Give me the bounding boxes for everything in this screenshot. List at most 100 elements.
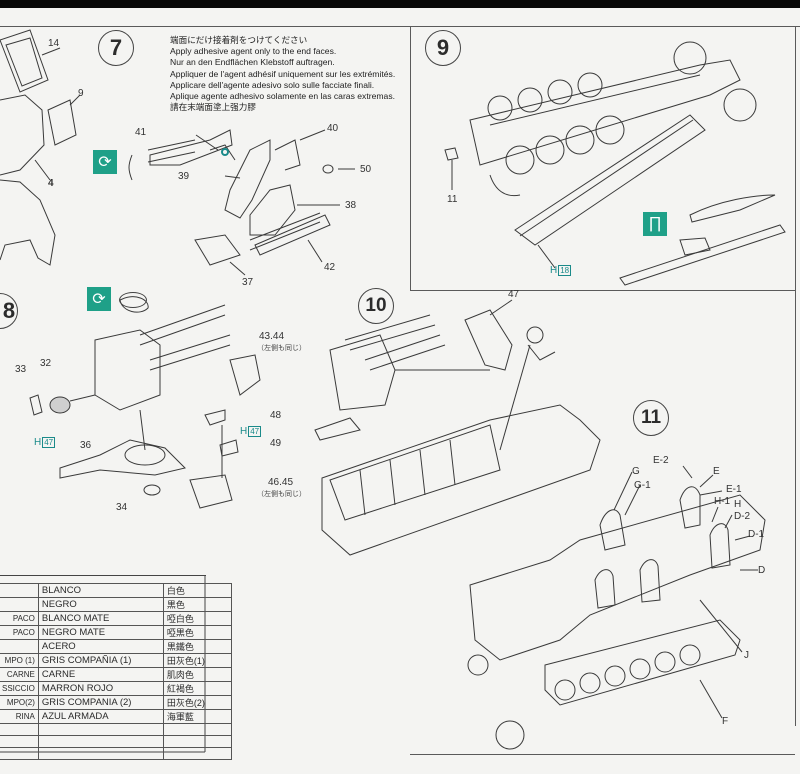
callout-figure-d: D <box>758 565 766 576</box>
color-name-it: SSICCIO <box>0 681 39 696</box>
color-name-es: NEGRO <box>37 597 164 612</box>
table-row: MPO (1)GRIS COMPAÑIA (1)田灰色(1) <box>0 653 232 668</box>
instruction-es: Aplique agente adhesivo solamente en las… <box>170 91 396 102</box>
instruction-fr: Appliquer de l'agent adhésif uniquement … <box>170 68 396 79</box>
callout-36: 36 <box>80 440 92 451</box>
callout-43-44-note: （左側も同じ） <box>257 345 306 352</box>
callout-9: 9 <box>78 88 84 99</box>
nipper-icon: ∏ <box>643 212 667 236</box>
color-name-it <box>0 735 39 748</box>
step-8-badge: 8 <box>0 293 18 329</box>
step-9-badge: 9 <box>425 30 461 66</box>
callout-43-44: 43.44 <box>259 331 285 342</box>
instruction-de: Nur an den Endflächen Klebstoff auftrage… <box>170 57 335 68</box>
color-name-es <box>37 735 164 748</box>
paint-ref-number: 18 <box>558 265 572 276</box>
callout-11: 11 <box>447 194 458 205</box>
instruction-it: Applicare dell'agente adesivo solo sulle… <box>170 79 375 90</box>
color-name-it: PACO <box>0 611 39 626</box>
callout-figure-d1: D-1 <box>748 529 765 540</box>
color-name-it <box>0 639 39 654</box>
step-number: 10 <box>365 295 387 316</box>
instruction-ja: 端面にだけ接着剤をつけてください <box>170 35 308 45</box>
callout-48: 48 <box>270 410 282 421</box>
cab-parts-drawing <box>0 29 81 266</box>
callout-39: 39 <box>178 171 190 182</box>
gun-mount-parts-drawing <box>128 129 355 276</box>
color-name-es: ACERO <box>37 639 164 654</box>
instruction-en: Apply adhesive agent only to the end fac… <box>170 46 337 57</box>
color-name-ja: 田灰色(2) <box>162 695 232 710</box>
color-name-it <box>0 597 39 612</box>
color-name-es <box>37 723 164 736</box>
table-row <box>0 747 232 760</box>
step-number: 8 <box>2 298 16 323</box>
callout-40: 40 <box>327 123 339 134</box>
color-name-es: GRIS COMPANIA (2) <box>37 695 164 710</box>
color-name-es: NEGRO MATE <box>37 625 164 640</box>
color-name-ja <box>162 723 232 736</box>
callout-38: 38 <box>345 200 357 211</box>
callout-figure-e2: E-2 <box>653 455 669 466</box>
panel-bottom-rule <box>410 754 795 755</box>
chassis-drawing <box>444 41 786 286</box>
paint-ref-letter: H <box>34 437 42 448</box>
color-name-es: GRIS COMPAÑIA (1) <box>37 653 164 668</box>
callout-42: 42 <box>324 262 336 273</box>
color-name-es: BLANCO MATE <box>37 611 164 626</box>
callout-figure-j: J <box>744 650 749 661</box>
color-name-it: MPO (1) <box>0 653 39 668</box>
table-row <box>0 723 232 736</box>
callout-figure-h1: H-1 <box>714 496 731 507</box>
halftrack-body-drawing <box>314 299 601 556</box>
callout-figure-e: E <box>713 466 720 477</box>
page-rule <box>0 26 800 27</box>
step-number: 11 <box>640 407 662 428</box>
color-name-ja: 紅褐色 <box>162 681 232 696</box>
callout-32: 32 <box>40 358 52 369</box>
callout-figure-d2: D-2 <box>734 511 751 522</box>
paint-ref-number: 47 <box>42 437 56 448</box>
color-name-it <box>0 747 39 760</box>
rotate-icon: ⟳ <box>87 287 111 311</box>
color-name-es: CARNE <box>37 667 164 682</box>
callout-figure-g1: G-1 <box>634 480 651 491</box>
callout-37: 37 <box>242 277 254 288</box>
adhesive-instructions: 端面にだけ接着剤をつけてください Apply adhesive agent on… <box>170 35 395 113</box>
color-name-es <box>37 747 164 760</box>
color-name-ja: 啞白色 <box>162 611 232 626</box>
color-name-it: RINA <box>0 709 39 724</box>
callout-50: 50 <box>360 164 372 175</box>
color-name-ja: 黒色 <box>162 597 232 612</box>
flak-gun-drawing <box>29 296 261 509</box>
step-number: 9 <box>436 35 450 60</box>
instruction-zh: 請在末端面塗上强力膠 <box>170 102 256 113</box>
rotate-arrow-icon <box>119 292 147 308</box>
callout-figure-e1: E-1 <box>726 484 742 495</box>
callout-figure-f: F <box>722 716 729 727</box>
rotate-icon: ⟳ <box>93 150 117 174</box>
paint-ref-letter: H <box>240 426 248 437</box>
assembled-vehicle-drawing <box>467 465 766 750</box>
callout-34: 34 <box>116 502 128 513</box>
panel-divider-right <box>795 26 796 726</box>
color-name-it <box>0 583 39 598</box>
color-name-es: BLANCO <box>37 583 164 598</box>
color-name-ja: 田灰色(1) <box>162 653 232 668</box>
callout-figure-g: G <box>632 466 640 477</box>
color-name-it <box>0 723 39 736</box>
panel-divider <box>410 26 411 291</box>
step-7-badge: 7 <box>98 30 134 66</box>
color-name-ja: 黒鐵色 <box>162 639 232 654</box>
color-name-ja: 啞黒色 <box>162 625 232 640</box>
callout-33: 33 <box>15 364 27 375</box>
table-row <box>0 735 232 748</box>
